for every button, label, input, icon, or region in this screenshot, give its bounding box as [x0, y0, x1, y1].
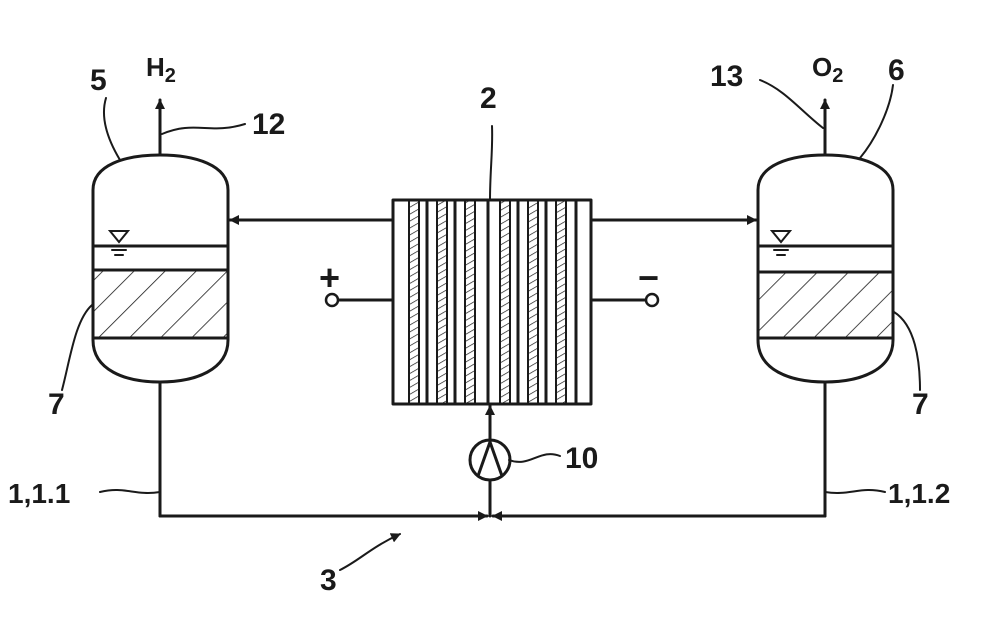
label-filling-right: 7: [912, 388, 929, 421]
label-pump: 10: [565, 442, 598, 475]
label-line-left: 1,1.1: [8, 478, 70, 509]
leader-1-1-2: [825, 490, 885, 493]
label-separator-o2: 6: [888, 54, 905, 87]
label-line-right: 1,1.2: [888, 478, 950, 509]
leader-7-left: [62, 305, 92, 390]
leader-6: [860, 85, 893, 158]
label-circuit: 3: [320, 564, 337, 597]
label-h2: H2: [146, 52, 176, 87]
label-anode-terminal: +: [319, 257, 340, 298]
hydrogen-separator-tank: [93, 100, 228, 382]
leader-1-1-1: [100, 490, 160, 493]
label-separator-h2: 5: [90, 64, 107, 97]
label-h2-outlet: 12: [252, 108, 285, 141]
label-stack: 2: [480, 82, 497, 115]
leader-2: [490, 126, 492, 200]
pump-icon: [470, 440, 510, 480]
label-o2-outlet: 13: [710, 60, 743, 93]
leader-13: [760, 80, 823, 128]
leader-7-right: [894, 312, 920, 390]
label-filling-left: 7: [48, 388, 65, 421]
leader-12: [162, 124, 245, 134]
leader-5: [104, 98, 120, 160]
electrolysis-stack: [393, 200, 591, 404]
liquid-level-icon: [772, 231, 790, 255]
label-o2: O2: [812, 52, 843, 87]
stack-plates: [409, 200, 576, 404]
oxygen-separator-tank: [758, 100, 893, 382]
leader-3: [340, 534, 400, 570]
filling-right: [758, 272, 893, 338]
filling-left: [93, 270, 228, 338]
liquid-level-icon: [110, 231, 128, 255]
label-cathode-terminal: −: [638, 257, 659, 298]
leader-10: [509, 454, 560, 462]
